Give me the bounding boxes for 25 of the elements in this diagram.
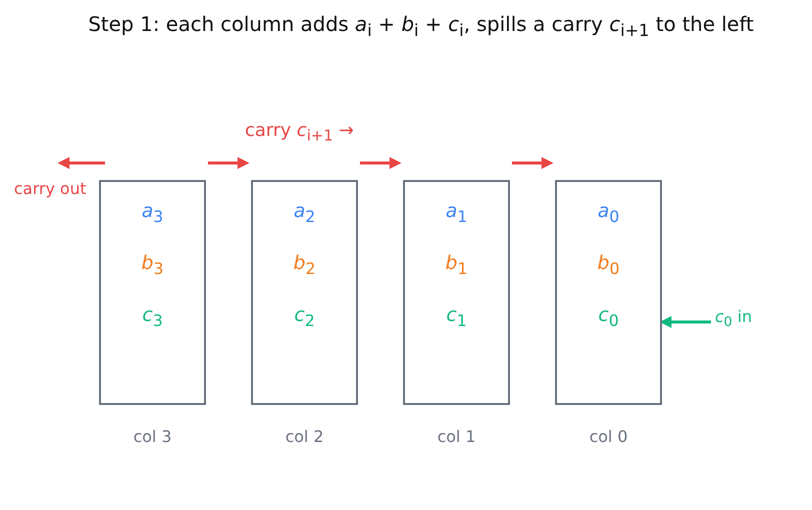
digit-label: b$_{2}$	[292, 252, 317, 278]
digit-label: c$_{2}$	[293, 304, 316, 330]
digit-label: a$_{3}$	[140, 200, 164, 226]
digit-label: b$_{0}$	[596, 252, 621, 278]
column-box	[555, 180, 662, 405]
column-box	[99, 180, 206, 405]
digit-label: a$_{2}$	[292, 200, 316, 226]
diagram-title: Step 1: each column adds a$_{i}$ + b$_{i}$ + c$_{i}$, spills a carry c$_{i+1}$ to the left	[87, 12, 755, 40]
digit-label: c$_{1}$	[445, 304, 468, 330]
digit-label: b$_{1}$	[444, 252, 469, 278]
digit-label: a$_{1}$	[444, 200, 468, 226]
digit-label: b$_{3}$	[140, 252, 165, 278]
digit-label: c$_{0}$	[597, 304, 620, 330]
column-caption: col 1	[436, 427, 477, 446]
edge-text: carry out	[14, 179, 86, 198]
edge-text: c$_{0}$ in	[715, 307, 752, 330]
digit-label: a$_{0}$	[596, 200, 620, 226]
column-caption: col 2	[284, 427, 325, 446]
column-caption: col 3	[132, 427, 173, 446]
column-box	[251, 180, 358, 405]
column-caption: col 0	[588, 427, 629, 446]
arrow	[58, 157, 105, 169]
column-box	[403, 180, 510, 405]
carry-label: carry c$_{i+1}$ →	[245, 120, 354, 145]
digit-label: c$_{3}$	[141, 304, 164, 330]
